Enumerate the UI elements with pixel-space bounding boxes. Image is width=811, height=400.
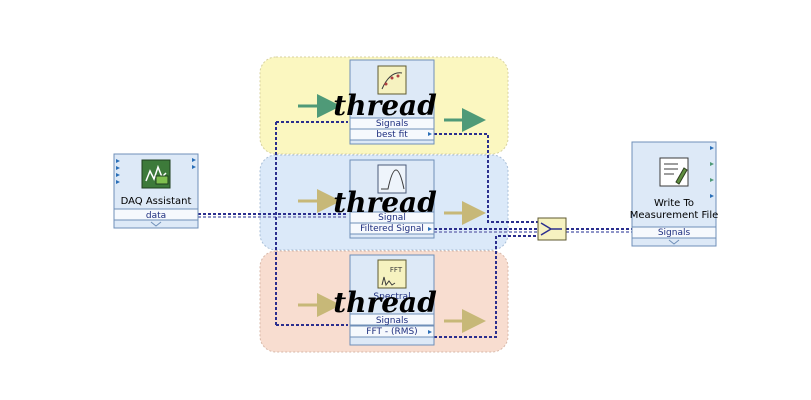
merge-signals-icon (540, 222, 562, 236)
daq-assistant-block[interactable]: DAQ Assistant data (113, 153, 199, 229)
spectral-input-label[interactable]: Signals (376, 316, 409, 326)
spectral-output-label[interactable]: FFT - (RMS) (366, 327, 417, 337)
curve-fit-block[interactable]: Signals best fit (349, 59, 435, 145)
filter-block[interactable]: Signal Filtered Signal (349, 159, 435, 239)
write-file-title-line1: Write To (654, 198, 694, 209)
daq-title: DAQ Assistant (121, 196, 192, 207)
write-file-terminal[interactable]: Signals (658, 228, 691, 238)
wire-network (198, 121, 632, 338)
merge-signals-node[interactable] (537, 217, 567, 241)
write-measurement-file-block[interactable]: Write To Measurement File Signals (630, 141, 719, 247)
curve-fit-input-label[interactable]: Signals (376, 119, 409, 129)
curve-fit-output-label[interactable]: best fit (376, 130, 408, 140)
write-file-title-line2: Measurement File (630, 210, 719, 221)
filter-output-label[interactable]: Filtered Signal (360, 224, 424, 234)
spectral-extra-label: Spectral (373, 292, 410, 302)
curve-fit-icon (377, 65, 407, 95)
daq-terminal-data[interactable]: data (146, 211, 166, 221)
spectral-block[interactable]: FFT Spectral Signals FFT - (RMS) (349, 254, 435, 346)
flow-arrows (298, 94, 486, 333)
filter-input-label[interactable]: Signal (378, 213, 406, 223)
thread-label-3: thread (333, 286, 437, 319)
svg-text:FFT: FFT (390, 266, 403, 274)
thread-label-2: thread (333, 186, 437, 219)
thread-label-1: thread (333, 89, 437, 122)
